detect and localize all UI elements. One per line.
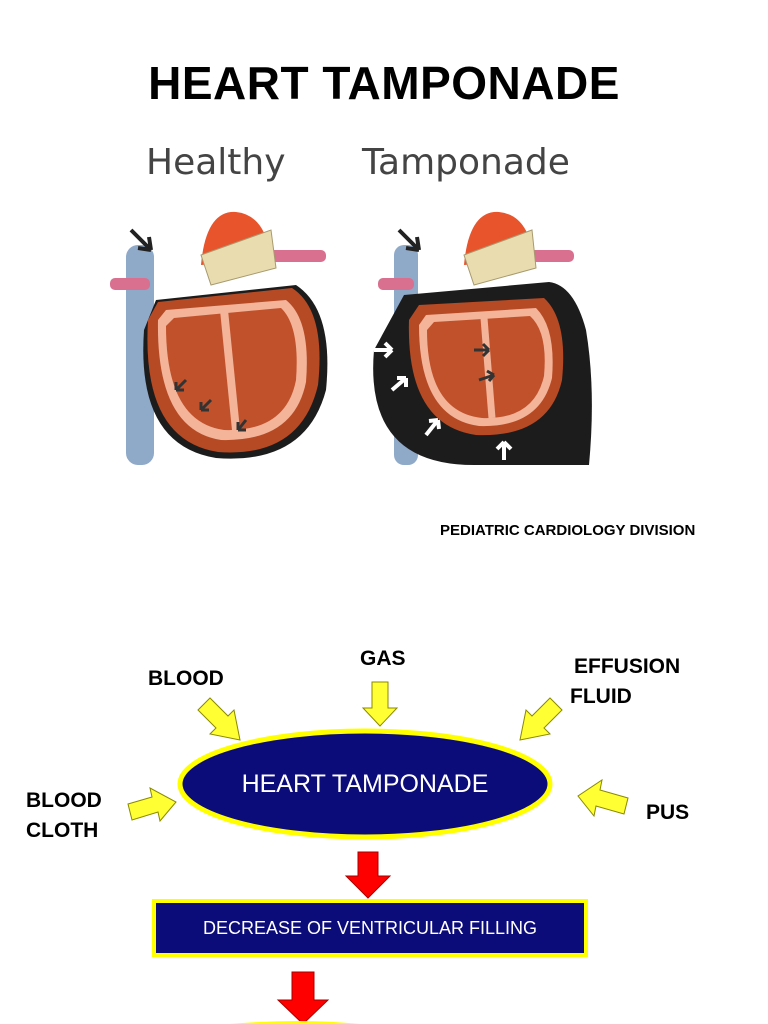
effect-label: DECREASE OF VENTRICULAR FILLING: [202, 917, 538, 938]
flow-arrow-1: [344, 851, 392, 899]
arrow-blood-cloth: [127, 787, 177, 823]
cause-fluid: FLUID: [570, 685, 632, 708]
healthy-heart-image: [96, 190, 336, 465]
flow-arrow-2: [276, 971, 330, 1024]
slide-title: HEART TAMPONADE: [148, 57, 620, 109]
tamponade-label: Tamponade: [362, 142, 570, 183]
cause-blood-cloth-line1: BLOOD: [26, 789, 102, 812]
cause-gas: GAS: [360, 647, 406, 670]
next-shape-partial: [230, 1021, 360, 1024]
arrow-effusion: [519, 697, 563, 741]
arrow-blood: [197, 697, 241, 741]
cause-blood-cloth-line2: CLOTH: [26, 819, 99, 842]
healthy-label: Healthy: [146, 142, 286, 183]
center-ellipse: [177, 728, 553, 840]
center-label: HEART TAMPONADE: [241, 770, 489, 798]
cause-pus: PUS: [646, 801, 690, 824]
heart-illustrations: [96, 190, 596, 465]
effect-box: DECREASE OF VENTRICULAR FILLING: [152, 899, 588, 957]
tamponade-heart-image: [364, 190, 596, 465]
vena-cava: [126, 245, 154, 465]
cause-effusion: EFFUSION: [574, 655, 681, 678]
division-label: PEDIATRIC CARDIOLOGY DIVISION: [440, 522, 696, 539]
slide-heart-images: HEART TAMPONADE Healthy Tamponade: [96, 57, 696, 539]
arrow-gas: [361, 681, 399, 727]
cause-blood: BLOOD: [148, 667, 224, 690]
arrow-pus: [577, 778, 629, 818]
diagram-shapes: [127, 681, 629, 1024]
